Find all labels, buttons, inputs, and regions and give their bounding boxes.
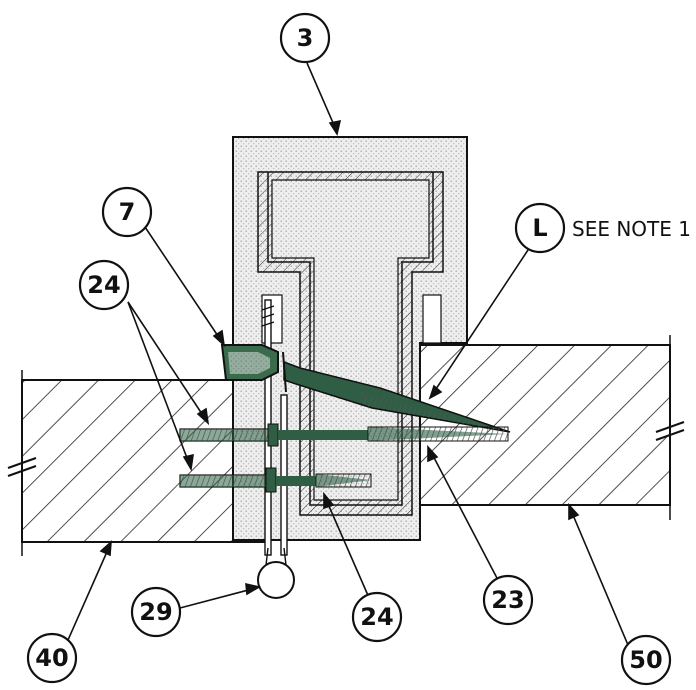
screw-24-upper bbox=[179, 423, 509, 447]
callout-50-label: 50 bbox=[629, 646, 662, 674]
callout-24-left-label: 24 bbox=[87, 271, 120, 299]
callout-L: L bbox=[514, 202, 566, 254]
callout-50: 50 bbox=[620, 634, 672, 686]
timber-block-50 bbox=[419, 335, 685, 520]
callout-29: 29 bbox=[130, 586, 182, 638]
callout-24-bottom-label: 24 bbox=[360, 603, 393, 631]
callout-L-label: L bbox=[532, 214, 547, 242]
callout-24-left: 24 bbox=[78, 259, 130, 311]
callout-40: 40 bbox=[26, 632, 78, 684]
seal-7 bbox=[220, 344, 279, 381]
callout-7-label: 7 bbox=[119, 198, 136, 226]
callout-3-label: 3 bbox=[297, 24, 314, 52]
leader-lines bbox=[67, 62, 629, 646]
see-note-text: SEE NOTE 1 bbox=[572, 217, 691, 241]
callout-24-bottom: 24 bbox=[351, 591, 403, 643]
callout-23: 23 bbox=[482, 574, 534, 626]
timber-block-40 bbox=[7, 370, 269, 556]
screw-24-lower bbox=[179, 467, 372, 493]
callout-29-label: 29 bbox=[139, 598, 172, 626]
screw-23 bbox=[282, 351, 511, 433]
callout-23-label: 23 bbox=[491, 586, 524, 614]
callout-3: 3 bbox=[279, 12, 331, 64]
callout-40-label: 40 bbox=[35, 644, 68, 672]
callout-7: 7 bbox=[101, 186, 153, 238]
